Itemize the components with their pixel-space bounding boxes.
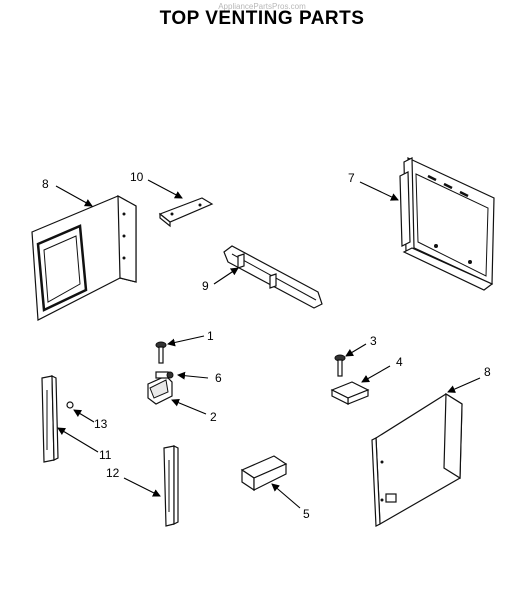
part-7-frame: [399, 157, 495, 291]
leader-10: [147, 179, 183, 199]
leader-13: [73, 409, 95, 423]
leader-6: [177, 371, 209, 380]
part-3-screw: [334, 354, 346, 377]
callout-11: 11: [99, 448, 112, 462]
leader-3: [345, 343, 367, 357]
leader-7: [359, 181, 399, 201]
callout-5: 5: [303, 507, 310, 521]
part-12-vertical-bracket: [163, 445, 179, 527]
part-5-bracket: [240, 455, 288, 492]
diagram-title: TOP VENTING PARTS: [159, 8, 365, 29]
part-6-fastener: [155, 371, 174, 379]
callout-2: 2: [210, 410, 217, 424]
callout-12: 12: [106, 466, 120, 480]
part-4-block: [330, 381, 370, 405]
callout-3: 3: [370, 334, 377, 348]
callout-10: 10: [130, 170, 144, 184]
part-9-bracket: [223, 245, 323, 309]
callout-4: 4: [396, 355, 403, 369]
callout-13: 13: [94, 417, 108, 431]
leader-4: [361, 365, 391, 383]
watermark: AppliancePartsPros.com: [218, 2, 306, 11]
callout-8-right: 8: [484, 365, 491, 379]
leader-5: [271, 483, 301, 509]
part-10-plate: [158, 197, 214, 228]
callout-1: 1: [207, 329, 214, 343]
callout-7: 7: [348, 171, 355, 185]
part-11-vertical-bracket: [41, 375, 59, 463]
leader-8-right: [447, 377, 481, 393]
leader-8-left: [55, 185, 93, 207]
callout-9: 9: [202, 279, 209, 293]
callout-6: 6: [215, 371, 222, 385]
part-8-right-panel: [371, 392, 463, 527]
leader-11: [57, 427, 99, 453]
part-1-screw: [155, 341, 167, 364]
leader-9: [213, 267, 239, 285]
leader-12: [123, 477, 161, 497]
callout-8-left: 8: [42, 177, 49, 191]
part-8-left-panel: [31, 194, 137, 321]
leader-1: [167, 335, 205, 347]
leader-2: [171, 398, 207, 415]
part-2-switch: [147, 375, 173, 405]
part-13-screw: [66, 401, 74, 409]
